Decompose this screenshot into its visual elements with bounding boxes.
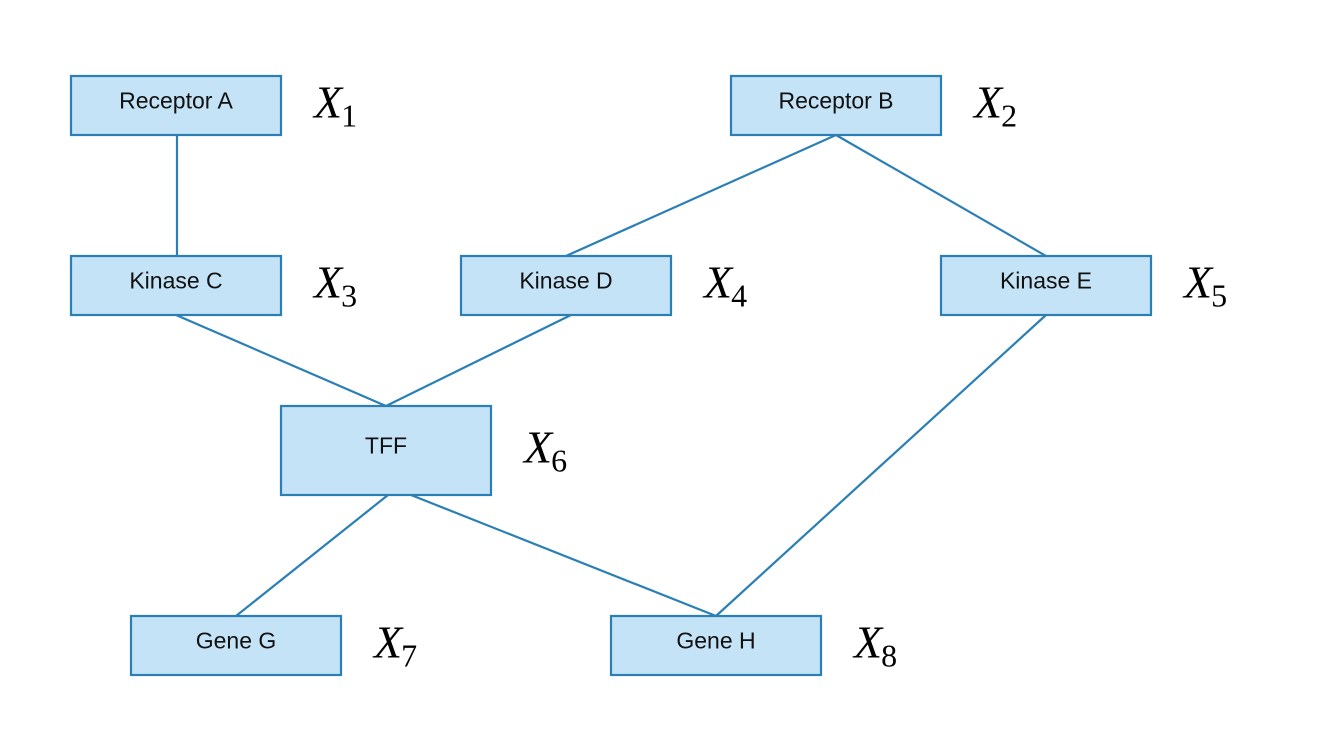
node-box xyxy=(129,614,343,677)
variable-subscript: 6 xyxy=(551,443,567,479)
edge-kinase-d-to-tff xyxy=(385,314,572,407)
node-label: Kinase D xyxy=(519,268,612,294)
edge-kinase-e-to-gene-h xyxy=(715,314,1047,617)
node-receptor-b: Receptor B X2 xyxy=(729,74,1017,137)
node-label: Receptor A xyxy=(119,88,233,114)
node-box xyxy=(729,74,943,137)
variable-letter: X xyxy=(372,617,404,668)
variable-subscript: 4 xyxy=(731,278,747,314)
edge-tff-to-gene-h xyxy=(410,493,717,618)
node-tff: TFF X6 xyxy=(279,404,567,497)
variable-letter: X xyxy=(702,257,734,308)
node-kinase-e: Kinase E X5 xyxy=(939,254,1227,317)
node-box xyxy=(69,254,283,317)
node-box xyxy=(609,614,823,677)
node-label: Gene H xyxy=(676,628,755,654)
variable-label: X8 xyxy=(852,617,897,674)
edge-receptor-b-to-kinase-d xyxy=(565,133,837,258)
node-gene-g: Gene G X7 xyxy=(129,614,417,677)
variable-label: X7 xyxy=(372,617,417,674)
node-label: Receptor B xyxy=(778,88,893,114)
variable-letter: X xyxy=(1182,257,1214,308)
edge-receptor-b-to-kinase-e xyxy=(835,134,1047,257)
node-kinase-c: Kinase C X3 xyxy=(69,254,357,317)
variable-subscript: 3 xyxy=(341,278,357,314)
node-gene-h: Gene H X8 xyxy=(609,614,897,677)
node-box xyxy=(69,74,283,137)
node-box xyxy=(279,404,493,497)
variable-label: X3 xyxy=(312,257,357,314)
variable-subscript: 7 xyxy=(401,638,417,674)
node-box xyxy=(459,254,673,317)
node-label: Gene G xyxy=(196,628,277,654)
variable-letter: X xyxy=(972,77,1004,128)
node-box xyxy=(939,254,1153,317)
edges-layer xyxy=(175,133,1047,618)
variable-subscript: 8 xyxy=(881,638,897,674)
node-receptor-a: Receptor A X1 xyxy=(69,74,357,137)
variable-letter: X xyxy=(312,257,344,308)
variable-label: X5 xyxy=(1182,257,1227,314)
variable-subscript: 5 xyxy=(1211,278,1227,314)
variable-label: X6 xyxy=(522,422,567,479)
variable-letter: X xyxy=(522,422,554,473)
variable-subscript: 1 xyxy=(341,98,357,134)
variable-subscript: 2 xyxy=(1001,98,1017,134)
node-kinase-d: Kinase D X4 xyxy=(459,254,747,317)
variable-letter: X xyxy=(852,617,884,668)
variable-label: X4 xyxy=(702,257,747,314)
variable-label: X1 xyxy=(312,77,357,134)
node-label: Kinase E xyxy=(1000,268,1092,294)
variable-letter: X xyxy=(312,77,344,128)
edge-kinase-c-to-tff xyxy=(175,313,387,408)
node-label: TFF xyxy=(365,433,407,459)
variable-label: X2 xyxy=(972,77,1017,134)
node-label: Kinase C xyxy=(129,268,222,294)
edge-tff-to-gene-g xyxy=(235,494,389,617)
